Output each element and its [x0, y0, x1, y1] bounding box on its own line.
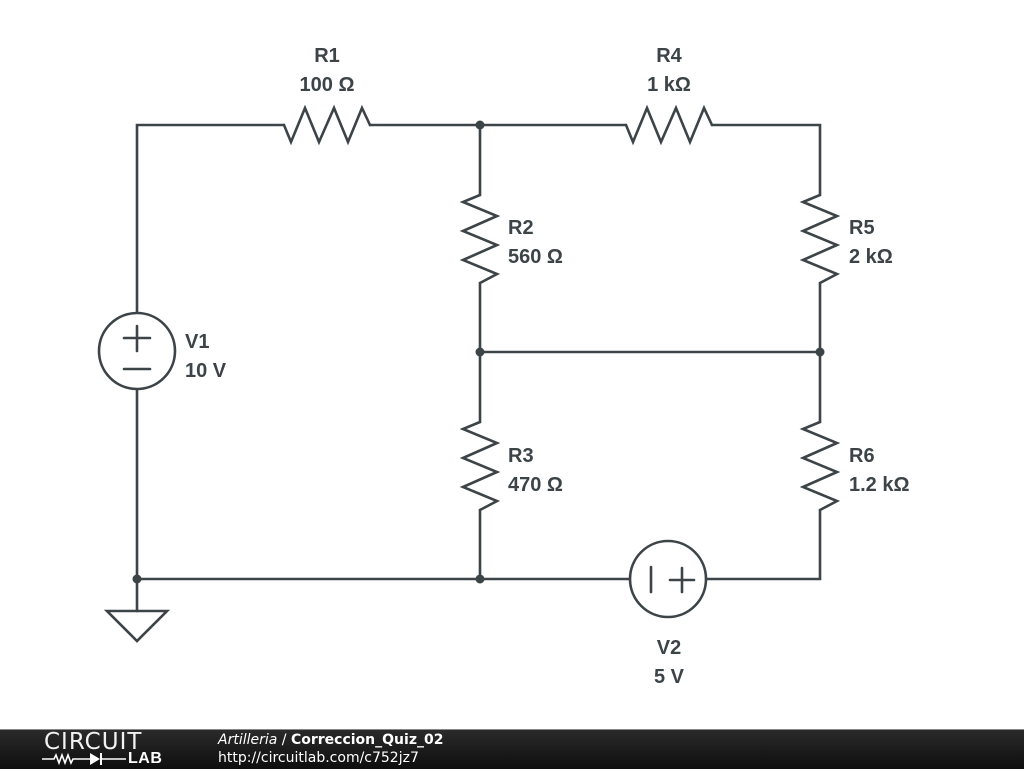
- voltage-source-v1[interactable]: [97, 311, 177, 391]
- circuit-url[interactable]: http://circuitlab.com/c752jz7: [218, 750, 419, 766]
- v2-name: V2: [657, 637, 681, 659]
- resistor-r6[interactable]: [799, 420, 841, 512]
- logo-text-lab: LAB: [128, 750, 163, 767]
- ground-icon[interactable]: [103, 609, 171, 643]
- resistor-r4[interactable]: [624, 104, 714, 146]
- r5-name: R5: [849, 217, 875, 239]
- r6-value: 1.2 kΩ: [849, 474, 910, 496]
- junction-node: [475, 347, 485, 357]
- circuit-title-line: Artilleria / Correccion_Quiz_02: [218, 731, 443, 749]
- r3-name: R3: [508, 445, 534, 467]
- circuit-schematic: R1 100 Ω R4 1 kΩ R2 560 Ω R5 2 kΩ R3 470…: [97, 45, 910, 688]
- wire-r6-v2: [705, 508, 822, 581]
- wires: [135, 123, 822, 613]
- title-separator: /: [277, 732, 291, 748]
- r3-value: 470 Ω: [508, 474, 563, 496]
- circuitlab-logo[interactable]: CIRCUIT LAB: [40, 730, 180, 769]
- wire-v1-top: [135, 123, 286, 314]
- r2-value: 560 Ω: [508, 246, 563, 268]
- r1-name: R1: [314, 45, 340, 67]
- v1-value: 10 V: [185, 360, 227, 382]
- r6-name: R6: [849, 445, 875, 467]
- resistor-r3[interactable]: [459, 420, 501, 512]
- junction-node: [132, 574, 142, 584]
- v1-circle: [97, 311, 177, 391]
- circuit-title[interactable]: Correccion_Quiz_02: [290, 732, 444, 748]
- voltage-source-v2[interactable]: [628, 539, 708, 619]
- junction-node: [815, 347, 825, 357]
- logo-text-circuit: CIRCUIT: [44, 729, 143, 755]
- junction-node: [475, 120, 485, 130]
- v2-value: 5 V: [654, 666, 685, 688]
- r5-value: 2 kΩ: [849, 246, 893, 268]
- r2-name: R2: [508, 217, 534, 239]
- r4-value: 1 kΩ: [647, 74, 691, 96]
- resistor-r1[interactable]: [282, 104, 372, 146]
- r4-name: R4: [656, 45, 682, 67]
- v2-circle: [628, 539, 708, 619]
- resistor-diode-icon: [42, 752, 126, 766]
- resistor-r5[interactable]: [799, 193, 841, 285]
- v1-name: V1: [185, 331, 209, 353]
- footer-bar: CIRCUIT LAB Artilleria / Correccion_Quiz…: [0, 729, 1024, 769]
- r1-value: 100 Ω: [300, 74, 355, 96]
- wire-r4-r5: [710, 123, 822, 197]
- resistor-r2[interactable]: [459, 193, 501, 285]
- circuit-meta: Artilleria / Correccion_Quiz_02 http://c…: [218, 731, 443, 767]
- author-link[interactable]: Artilleria: [218, 732, 278, 748]
- junction-node: [475, 574, 485, 584]
